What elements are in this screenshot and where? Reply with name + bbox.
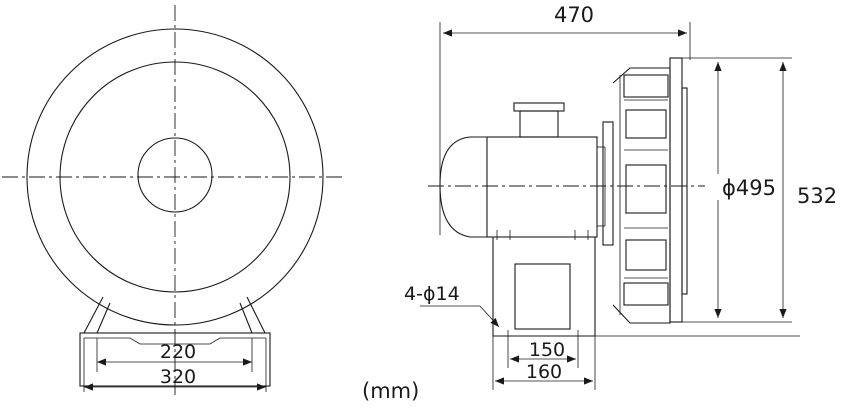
label-diameter-495: ϕ495 <box>722 176 776 200</box>
label-220: 220 <box>160 341 196 363</box>
terminal-box <box>513 102 565 138</box>
dimension-470: 470 <box>439 3 691 235</box>
motor-pedestal <box>492 230 800 337</box>
dimension-320: 320 <box>84 366 266 391</box>
dimension-220: 220 <box>97 341 252 366</box>
label-470: 470 <box>554 3 594 27</box>
dimension-532: 532 <box>725 57 840 323</box>
label-mounting-holes: 4-ϕ14 <box>404 283 460 305</box>
unit-label: (mm) <box>362 379 419 403</box>
dimension-150: 150 <box>507 330 579 368</box>
outer-housing-circle <box>26 28 324 326</box>
hub-circle <box>137 137 213 213</box>
front-support-legs <box>83 296 266 334</box>
motor-body <box>439 136 606 238</box>
dimension-diameter-495: ϕ495 <box>711 62 779 318</box>
inner-housing-circle <box>59 61 291 293</box>
mounting-holes-callout: 4-ϕ14 <box>404 283 500 328</box>
side-view: 470 <box>404 3 840 390</box>
label-320: 320 <box>160 366 196 388</box>
label-150: 150 <box>529 339 565 361</box>
motor-flange <box>602 121 614 246</box>
front-view: 220 320 <box>2 5 345 395</box>
dimension-160: 160 <box>492 336 596 390</box>
impeller-housing <box>612 57 725 324</box>
label-160: 160 <box>526 361 562 383</box>
impeller-blades <box>623 74 669 306</box>
label-532: 532 <box>797 184 837 208</box>
